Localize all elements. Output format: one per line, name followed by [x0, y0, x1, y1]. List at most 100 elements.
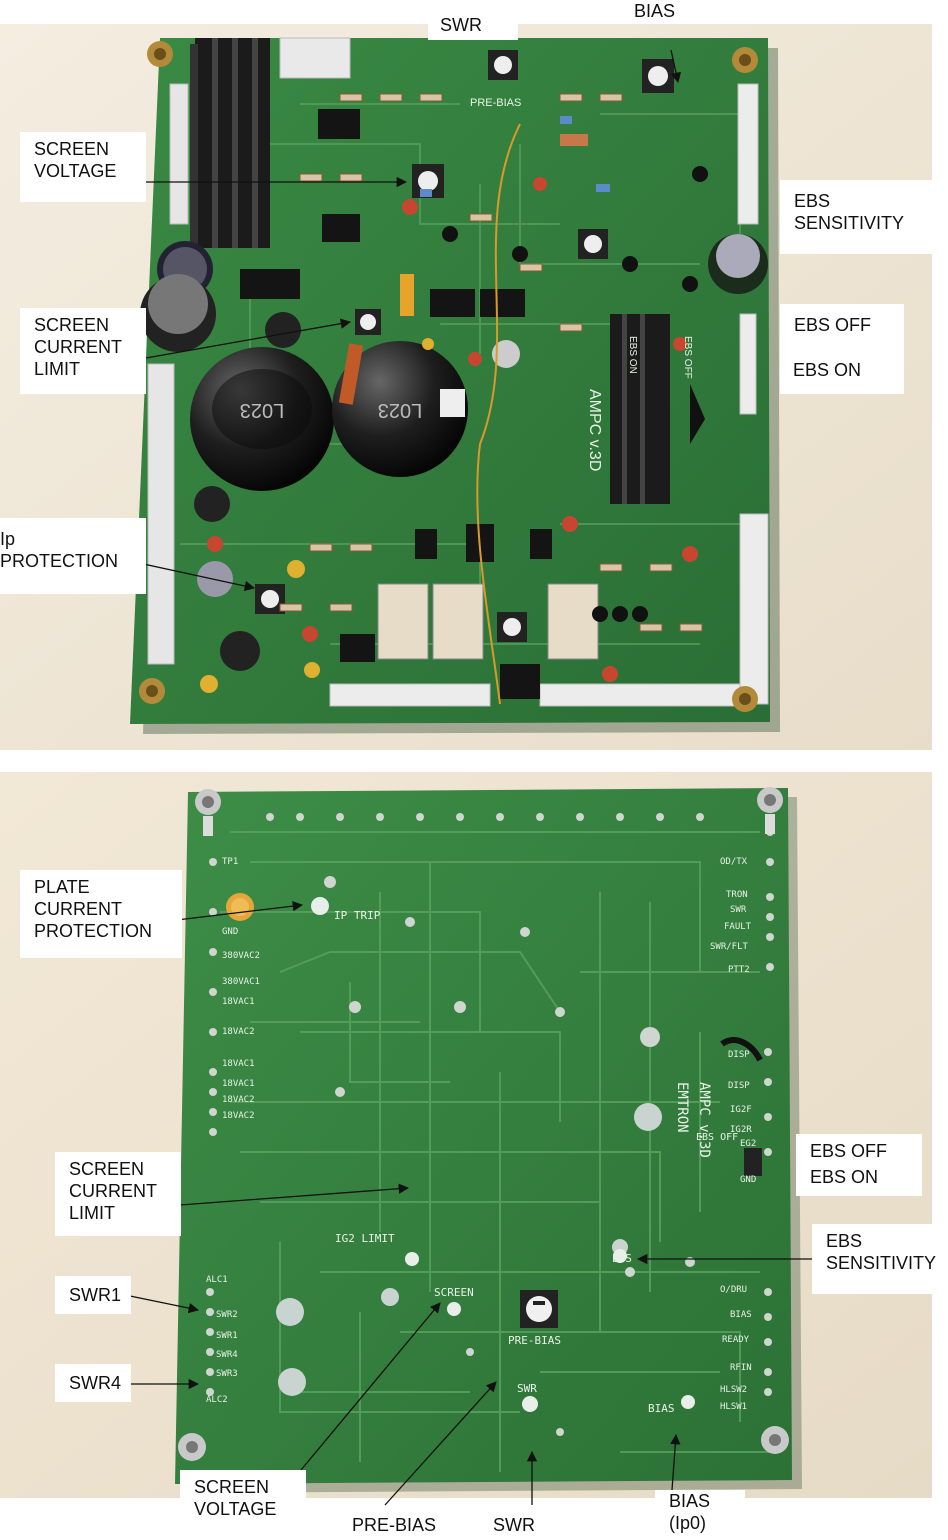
label-ip-protection: Ip PROTECTION	[0, 518, 146, 594]
pre-bias-trimpot	[520, 1290, 558, 1328]
maker-silkscreen: EMTRON	[674, 1082, 690, 1133]
screen-silkscreen: SCREEN	[434, 1286, 474, 1299]
small-components	[200, 93, 708, 693]
connector-bottom-left	[329, 683, 491, 707]
swr-silkscreen: SWR	[517, 1382, 537, 1395]
heatsink-left	[190, 38, 270, 248]
left-pin-label: 18VAC2	[222, 1027, 255, 1037]
ebs-on-silkscreen: EBS ON	[627, 336, 638, 374]
connector-right-top	[737, 83, 759, 225]
solder-pads	[206, 813, 774, 1436]
capacitor-orange	[338, 343, 364, 405]
label-swr: SWR	[428, 2, 518, 40]
ebs-off-silkscreen: EBS OFF	[696, 1132, 738, 1143]
label-ebs-on: EBS ON	[793, 360, 862, 380]
label-screen-current-limit-bottom: SCREEN CURRENT LIMIT	[55, 1152, 181, 1236]
ebs-off-silkscreen: EBS OFF	[682, 336, 693, 379]
capacitor-yellow	[400, 274, 414, 316]
label-ebs-sensitivity-bottom: EBS SENSITIVITY	[812, 1224, 948, 1294]
right-pin-label: OD/TX	[720, 857, 748, 867]
screen-pot	[447, 1302, 461, 1316]
right-pin-label: SWR/FLT	[710, 942, 749, 952]
mounting-posts	[178, 787, 789, 1461]
left-pin-label: 18VAC2	[222, 1111, 255, 1121]
left-pin-label: 18VAC2	[222, 1095, 255, 1105]
left-pin-label: 380VAC1	[222, 977, 260, 987]
right-pin-label: IG2F	[730, 1105, 752, 1115]
swr-pin-label: SWR3	[216, 1369, 238, 1379]
trimpots	[255, 50, 674, 642]
mounting-screws	[139, 41, 758, 712]
swr-pin-label: SWR2	[216, 1310, 238, 1320]
component-side-photo: L023 L023	[0, 24, 932, 750]
left-pin-label: 18VAC1	[222, 1079, 255, 1089]
left-pin-label: 18VAC1	[222, 997, 255, 1007]
ebs-switch	[744, 1148, 762, 1176]
inductor	[220, 631, 260, 671]
wire-orange	[476, 123, 521, 705]
right-pin-label: HLSW1	[720, 1402, 747, 1412]
ics	[240, 109, 552, 699]
label-bias-ip0: BIAS (Ip0)	[655, 1490, 745, 1540]
right-pin-label: IG2R	[730, 1125, 752, 1135]
filter-capacitor-left: L023	[190, 347, 334, 491]
label-swr1: SWR1	[55, 1276, 131, 1314]
right-pin-label: RFIN	[730, 1363, 752, 1373]
right-pin-label: EG2	[740, 1139, 756, 1149]
label-swr4: SWR4	[55, 1364, 131, 1402]
capacitor	[197, 561, 233, 597]
right-pin-label: DISP	[728, 1081, 750, 1091]
pre-bias-silkscreen: PRE-BIAS	[470, 97, 521, 109]
board-name-silkscreen: AMPC v.3D	[586, 389, 603, 471]
left-pin-label: GND	[222, 927, 238, 937]
ebs-silkscreen: EBS	[612, 1252, 632, 1265]
left-pin-label: TP1	[222, 857, 238, 867]
label-ebs-on-bottom: EBS ON	[810, 1167, 879, 1187]
label-screen-voltage-bottom: SCREEN VOLTAGE	[180, 1470, 306, 1534]
bias-silkscreen: BIAS	[648, 1402, 675, 1415]
label-ebs-off-bottom: EBS OFF	[796, 1134, 922, 1196]
swr-pin-label: SWR4	[216, 1350, 238, 1360]
inductor	[265, 312, 301, 348]
ig2-limit-silkscreen: IG2 LIMIT	[335, 1232, 395, 1245]
power-resistor	[560, 134, 588, 146]
relays	[377, 583, 599, 660]
ip-trip-pot	[311, 897, 329, 915]
filter-capacitor-right: L023	[332, 341, 468, 477]
right-pin-label: DISP	[728, 1050, 750, 1060]
label-ebs-off: EBS OFF	[780, 304, 904, 394]
pre-bias-silkscreen: PRE-BIAS	[508, 1334, 561, 1347]
label-screen-current-limit: SCREEN CURRENT LIMIT	[20, 308, 146, 394]
board-name-silkscreen: AMPC v.3D	[696, 1082, 712, 1158]
swr-pin-label: SWR1	[216, 1331, 238, 1341]
connector-left-top	[169, 83, 189, 225]
left-pin-label: 380VAC2	[222, 951, 260, 961]
inductor	[194, 486, 230, 522]
connector-right-bottom	[739, 513, 769, 705]
bias-pot	[681, 1395, 695, 1409]
right-pin-label: READY	[722, 1335, 750, 1345]
swr-pot	[522, 1396, 538, 1412]
swr-pin-label: ALC1	[206, 1275, 228, 1285]
connector-top	[279, 37, 351, 79]
connector-bottom-right	[539, 683, 741, 707]
right-pin-label: TRON	[726, 890, 748, 900]
right-pin-label: O/DRU	[720, 1285, 747, 1295]
label-ebs-sensitivity: EBS SENSITIVITY	[780, 180, 932, 254]
connector-left	[147, 363, 175, 665]
cap-marking: L023	[240, 399, 285, 421]
ip-trip-silkscreen: IP TRIP	[334, 909, 381, 922]
swr-pin-label: ALC2	[206, 1395, 228, 1405]
right-pin-label: BIAS	[730, 1310, 752, 1320]
right-pin-label: SWR	[730, 905, 747, 915]
label-swr-bottom: SWR	[493, 1515, 535, 1535]
left-pin-label: 18VAC1	[222, 1059, 255, 1069]
ebs-pot	[613, 1249, 627, 1263]
connector-right-mid	[739, 313, 757, 415]
heatsink-right	[610, 314, 705, 504]
marker-stroke	[720, 1037, 763, 1062]
capacitor	[492, 340, 520, 368]
label-plate-current-protection: PLATE CURRENT PROTECTION	[20, 870, 182, 958]
right-pin-label: FAULT	[724, 922, 752, 932]
label-screen-voltage: SCREEN VOLTAGE	[20, 132, 146, 202]
